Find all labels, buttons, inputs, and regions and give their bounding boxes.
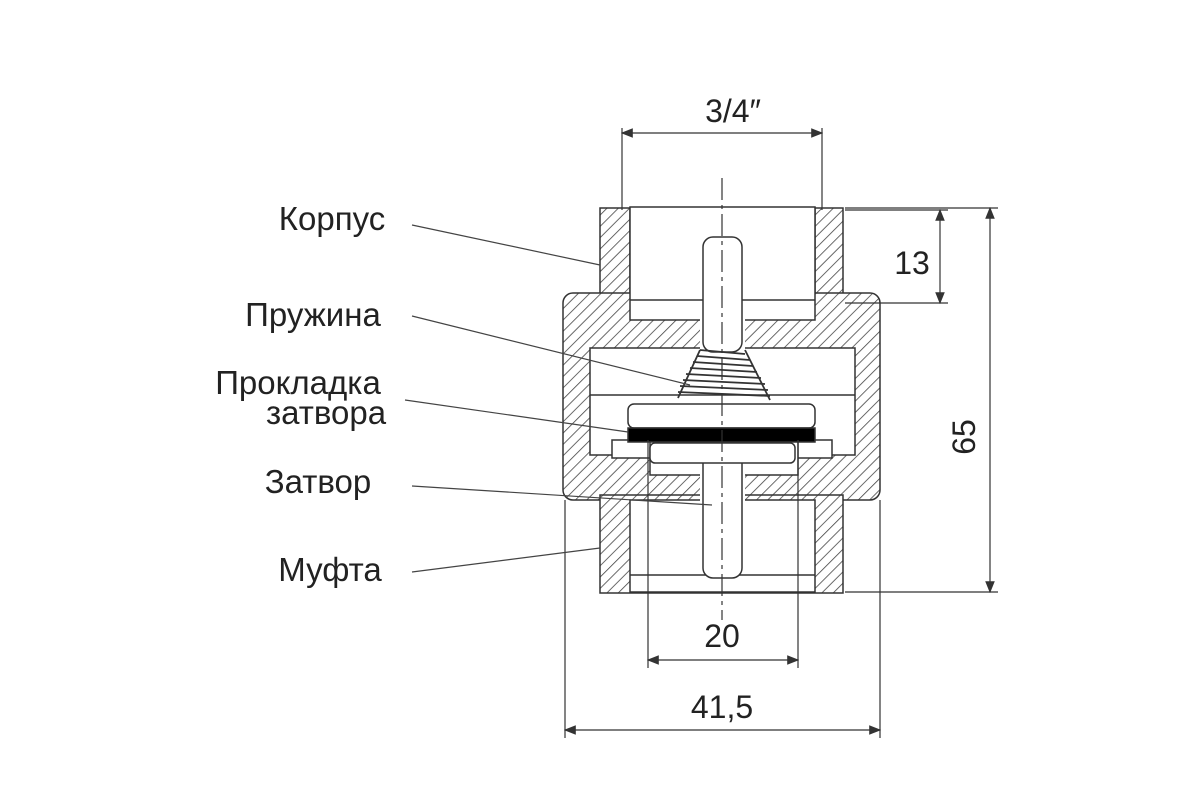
label-gasket-line2: затвора [266,394,387,431]
label-spring: Пружина [245,296,381,333]
label-body: Корпус [279,200,385,237]
label-coupling: Муфта [278,551,382,588]
label-valve: Затвор [265,463,372,500]
dim-height: 65 [946,419,982,455]
dim-thread-depth: 13 [894,245,930,281]
dim-width: 41,5 [691,689,753,725]
dim-thread: 3/4″ [705,93,761,129]
body-right-neck [814,207,844,304]
body-left-neck [599,207,631,304]
label-gasket-line1: Прокладка [215,364,381,401]
dim-bore: 20 [704,618,740,654]
